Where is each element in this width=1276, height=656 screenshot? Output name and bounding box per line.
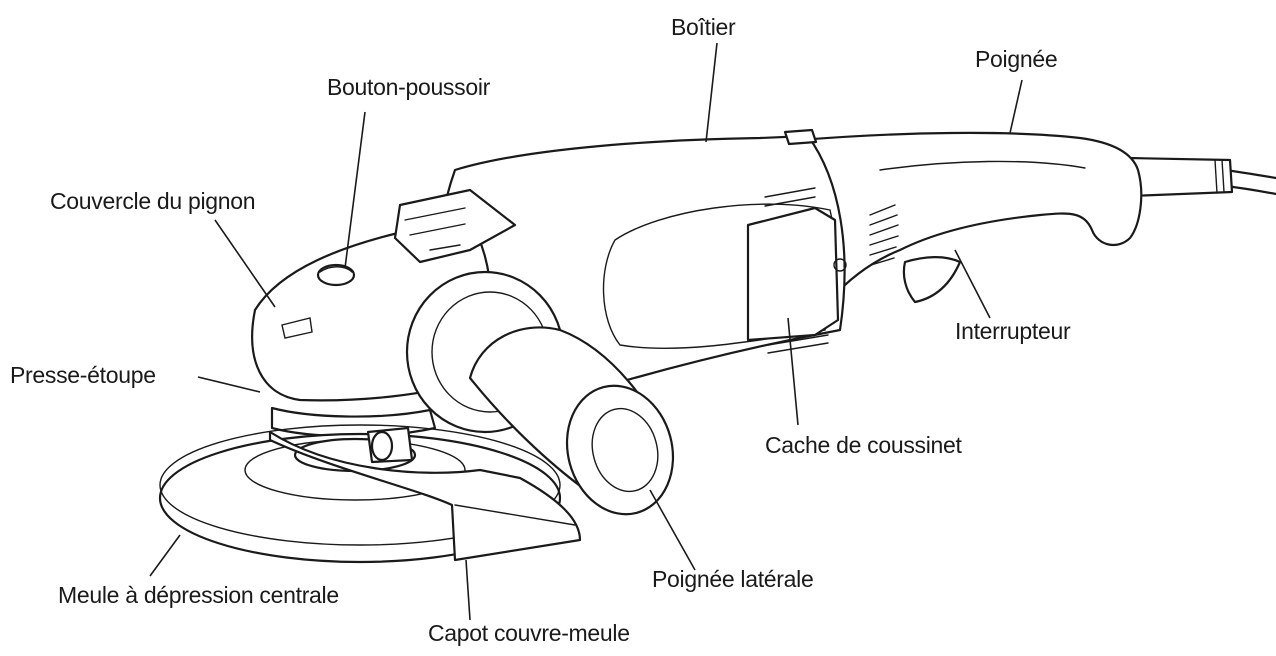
label-presse-etoupe: Presse-étoupe bbox=[10, 362, 156, 388]
leader-meule bbox=[149, 534, 181, 577]
label-capot: Capot couvre-meule bbox=[428, 620, 630, 646]
label-interrupteur: Interrupteur bbox=[955, 318, 1071, 344]
label-bouton-poussoir: Bouton-poussoir bbox=[327, 74, 490, 100]
label-boitier: Boîtier bbox=[671, 14, 736, 40]
wheel-guard bbox=[268, 426, 582, 562]
leader-interrupteur bbox=[954, 249, 991, 319]
trigger-switch bbox=[902, 256, 962, 304]
side-handle bbox=[405, 270, 675, 516]
label-cache-coussinet: Cache de coussinet bbox=[765, 432, 962, 458]
leader-cache bbox=[787, 317, 799, 426]
leader-couvercle bbox=[214, 219, 276, 308]
leader-boitier bbox=[705, 42, 718, 143]
rear-handle bbox=[798, 131, 1143, 302]
leader-bouton-poussoir bbox=[344, 111, 366, 269]
leader-presse-etoupe bbox=[197, 376, 261, 393]
leader-poignee-laterale bbox=[649, 489, 696, 571]
label-couvercle-pignon: Couvercle du pignon bbox=[50, 188, 256, 214]
leader-lines bbox=[149, 42, 1023, 621]
power-cord bbox=[1126, 156, 1276, 198]
leader-capot bbox=[465, 559, 471, 621]
label-poignee-laterale: Poignée latérale bbox=[652, 566, 814, 592]
leader-poignee bbox=[1009, 79, 1023, 134]
label-poignee: Poignée bbox=[975, 46, 1058, 72]
label-meule: Meule à dépression centrale bbox=[58, 582, 339, 608]
